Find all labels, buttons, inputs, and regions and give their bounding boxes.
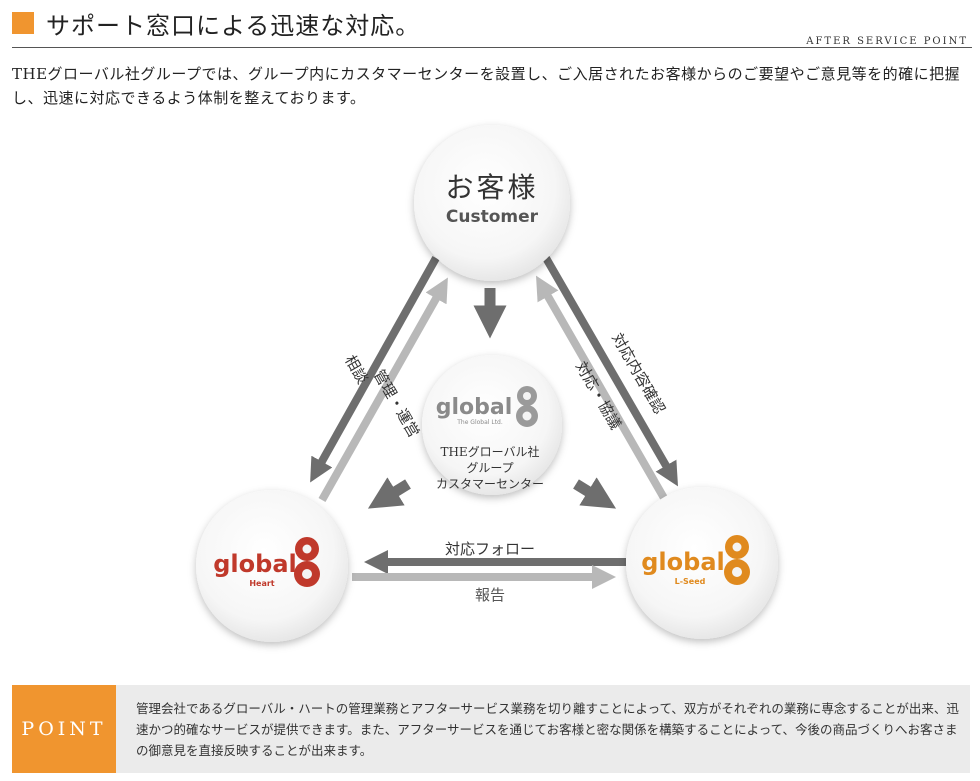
center-logo-mark-icon	[516, 386, 538, 427]
center-logo-sub: The Global Ltd.	[456, 419, 503, 426]
heart-logo-mark-icon	[294, 537, 320, 587]
center-line-1: THEグローバル社	[440, 444, 539, 459]
heart-logo-sub: Heart	[249, 579, 274, 588]
center-line-3: カスタマーセンター	[436, 477, 544, 491]
support-flow-diagram: お客様 Customer global The Global Ltd. THEグ…	[196, 125, 778, 642]
down-right-arrow	[573, 477, 617, 509]
center-logo-word: global	[436, 395, 513, 420]
lseed-logo-word: global	[641, 548, 725, 576]
lseed-logo-sub: L-Seed	[675, 577, 706, 586]
point-text: 管理会社であるグローバル・ハートの管理業務とアフターサービス業務を切り離すことに…	[136, 701, 959, 758]
customer-label-en: Customer	[446, 207, 539, 227]
point-panel	[12, 685, 970, 773]
down-left-arrow	[367, 477, 411, 509]
intro-paragraph: THEグローバル社グループでは、グループ内にカスタマーセンターを設置し、ご入居さ…	[12, 65, 961, 107]
header-divider	[12, 47, 972, 48]
page-title: サポート窓口による迅速な対応。	[46, 12, 421, 40]
lseed-logo-mark-icon	[724, 535, 750, 585]
consult-arrow	[310, 256, 440, 483]
label-follow: 対応フォロー	[445, 540, 535, 558]
heart-logo-word: global	[213, 550, 297, 578]
customer-label-jp: お客様	[445, 171, 538, 204]
page-subtitle: AFTER SERVICE POINT	[806, 36, 968, 47]
global-heart-node: global Heart	[196, 490, 348, 642]
header-accent-square	[12, 12, 34, 34]
label-report: 報告	[475, 586, 505, 604]
customer-center-node: global The Global Ltd. THEグローバル社 グループ カス…	[422, 355, 562, 495]
management-arrow	[318, 277, 448, 502]
point-badge	[12, 685, 116, 773]
point-label: POINT	[21, 718, 107, 740]
center-line-2: グループ	[466, 461, 513, 475]
response-confirm-arrow	[542, 255, 679, 487]
response-discuss-arrow	[536, 275, 668, 500]
global-lseed-node: global L-Seed	[626, 487, 778, 639]
label-response-discuss: 対応・協議	[572, 359, 625, 433]
customer-node: お客様 Customer	[414, 125, 570, 281]
